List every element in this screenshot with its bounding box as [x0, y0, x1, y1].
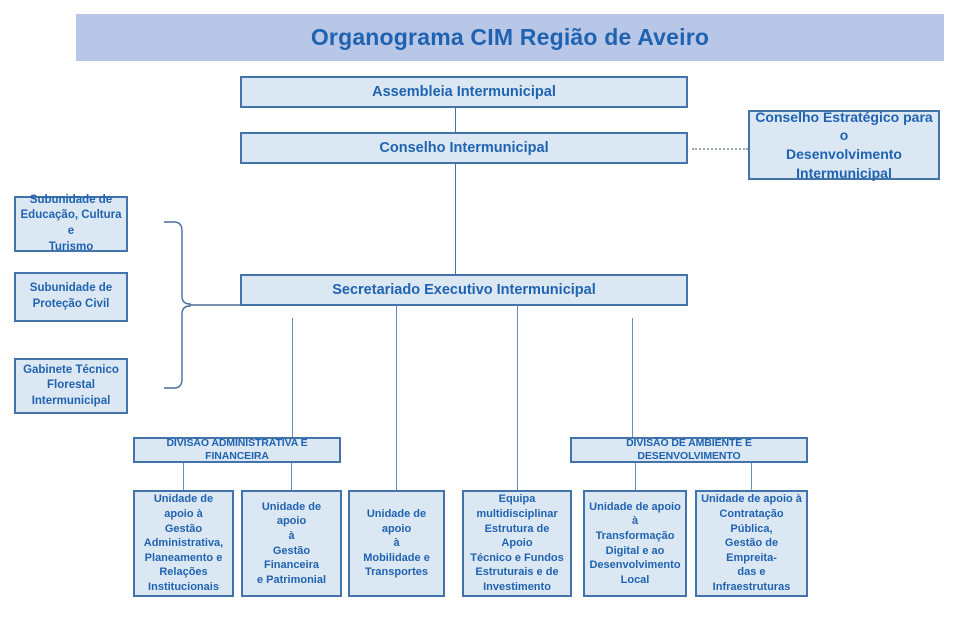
node-label: Unidade de apoio à Mobilidade e Transpor…: [363, 507, 430, 579]
connector-conselho-to-secretariado: [455, 164, 456, 274]
node-divisao-administrativa-e-financeira[interactable]: DIVISÃO ADMINISTRATIVA E FINANCEIRA: [133, 437, 341, 463]
node-subunidade-educacao-cultura-turismo[interactable]: Subunidade de Educação, Cultura e Turism…: [14, 193, 128, 253]
node-unidade-mobilidade-transportes[interactable]: Unidade de apoio à Mobilidade e Transpor…: [348, 490, 445, 597]
node-assembleia-intermunicipal[interactable]: Assembleia Intermunicipal: [240, 76, 688, 108]
connector-conselho-to-conselho-estrategico: [692, 148, 748, 150]
node-label: Unidade de apoio à Transformação Digital…: [589, 500, 681, 586]
node-secretariado-executivo-intermunicipal[interactable]: Secretariado Executivo Intermunicipal: [240, 274, 688, 306]
node-conselho-estrategico[interactable]: Conselho Estratégico para o Desenvolvime…: [748, 108, 940, 181]
connector-assembleia-to-conselho: [455, 108, 456, 132]
node-unidade-gestao-administrativa[interactable]: Unidade de apoio à Gestão Administrativa…: [133, 490, 234, 597]
node-unidade-contratacao-publica[interactable]: Unidade de apoio à Contratação Pública, …: [695, 490, 808, 597]
node-label: Subunidade de Educação, Cultura e Turism…: [20, 193, 122, 253]
node-label: Unidade de apoio à Contratação Pública, …: [701, 493, 802, 594]
node-label: Conselho Estratégico para o Desenvolvime…: [755, 108, 933, 181]
connector-secretariado-to-divisao-administrativa: [292, 318, 293, 438]
connector-secretariado-to-unit-equipa-multidisciplinar: [517, 306, 518, 490]
connector-divisao-administrativa-to-unit2: [291, 463, 292, 490]
connector-secretariado-to-divisao-ambiente: [632, 318, 633, 438]
node-gabinete-tecnico-florestal[interactable]: Gabinete Técnico Florestal Intermunicipa…: [14, 358, 128, 414]
node-label: Unidade de apoio à Gestão Administrativa…: [143, 493, 224, 594]
chart-title-banner: Organograma CIM Região de Aveiro: [76, 14, 944, 61]
connector-divisao-administrativa-to-unit1: [183, 463, 184, 490]
node-equipa-multidisciplinar[interactable]: Equipa multidisciplinar Estrutura de Apo…: [462, 490, 572, 597]
node-label: Subunidade de Proteção Civil: [29, 282, 113, 310]
node-divisao-de-ambiente-e-desenvolvimento[interactable]: DIVISÃO DE AMBIENTE E DESENVOLVIMENTO: [570, 437, 808, 463]
brace-connector-subunits-to-secretariado: [164, 218, 240, 392]
node-label: Conselho Intermunicipal: [379, 139, 549, 156]
connector-secretariado-to-unit-mobilidade: [396, 306, 397, 490]
node-label: Assembleia Intermunicipal: [372, 83, 556, 100]
node-unidade-gestao-financeira-patrimonial[interactable]: Unidade de apoio à Gestão Financeira e P…: [241, 490, 342, 597]
connector-divisao-ambiente-to-unit5: [635, 463, 636, 490]
node-label: Equipa multidisciplinar Estrutura de Apo…: [470, 493, 564, 594]
chart-title: Organograma CIM Região de Aveiro: [310, 24, 710, 50]
node-label: Unidade de apoio à Gestão Financeira e P…: [256, 500, 327, 586]
node-unidade-transformacao-digital[interactable]: Unidade de apoio à Transformação Digital…: [583, 490, 687, 597]
connector-divisao-ambiente-to-unit6: [751, 463, 752, 490]
node-subunidade-protecao-civil[interactable]: Subunidade de Proteção Civil: [14, 272, 128, 322]
node-label: DIVISÃO DE AMBIENTE E DESENVOLVIMENTO: [626, 436, 752, 462]
node-label: Gabinete Técnico Florestal Intermunicipa…: [23, 363, 119, 407]
node-label: Secretariado Executivo Intermunicipal: [332, 281, 596, 298]
node-label: DIVISÃO ADMINISTRATIVA E FINANCEIRA: [166, 436, 308, 462]
node-conselho-intermunicipal[interactable]: Conselho Intermunicipal: [240, 132, 688, 164]
